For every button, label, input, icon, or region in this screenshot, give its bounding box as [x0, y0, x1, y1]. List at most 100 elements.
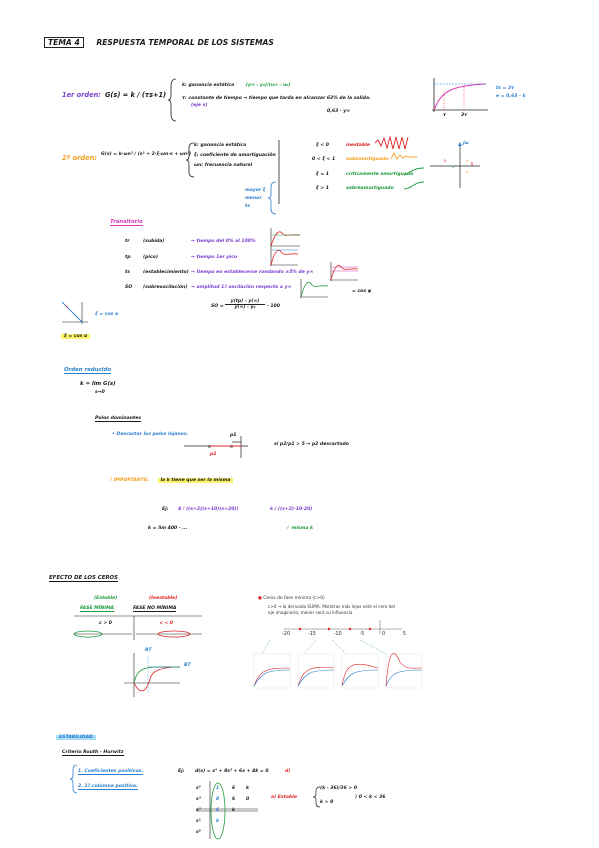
zeros-c-pos: c > 0: [99, 621, 112, 626]
important-note: ! IMPORTANTE: la k tiene que ser la mism…: [110, 478, 233, 483]
ratio-rule: si p2/p1 > 5 → p2 descartado: [274, 442, 349, 447]
tp-sym: tp: [125, 255, 131, 260]
axis-tick: -20: [282, 631, 291, 637]
axis-tick: -15: [307, 631, 316, 637]
legend-dot-icon: ●: [258, 596, 262, 601]
stability-item1: 1. Coeficientes positivos.: [78, 769, 144, 775]
stability-ex-d: d): [285, 769, 291, 774]
zeros-axis-ticks: -20 -15 -10 -5 0 5: [282, 631, 406, 637]
pole-plane-diagram: x x x x: [430, 142, 480, 188]
zeros-axis: [284, 620, 402, 634]
brace-icon: [167, 78, 177, 122]
routh-cell: k: [216, 819, 220, 824]
plane-label: jω: [463, 141, 469, 146]
page-title: RESPUESTA TEMPORAL DE LOS SISTEMAS: [96, 38, 274, 47]
zeros-unstable: (Inestable): [149, 596, 178, 601]
zeros-non-min-phase: FASE NO MÍNIMA: [133, 606, 177, 612]
routh-grid: [196, 781, 258, 840]
stability-criterion: Criterio Routh - Hurwitz: [62, 750, 124, 756]
first-order-ts: ts = 3τ: [496, 86, 515, 91]
so-sym: SO: [125, 285, 133, 290]
side-formula: = cos φ: [352, 289, 372, 294]
second-order-label: 2º orden:: [62, 154, 97, 162]
stability-title: ESTABILIDAD: [56, 735, 96, 740]
zeros-legend: ● Ceros de fase mínima (c>0): [258, 596, 325, 601]
stability-cond1: (k - 36)/36 > 0: [320, 786, 358, 791]
tr-row: tr(subida)→ tiempo del 0% al 100%: [125, 239, 256, 244]
case-over-desc: sobreamortiguado: [346, 186, 394, 191]
axis-tick: -5: [359, 631, 365, 637]
side-eq: ξ = cos α: [95, 312, 119, 317]
so-formula: SO =: [211, 304, 224, 309]
routh-row-label: s³: [196, 797, 201, 802]
transitorio-title: Transitorio: [110, 219, 143, 226]
zeros-min-phase: FASE MÍNIMA: [80, 606, 115, 612]
axis-tick: 0: [381, 631, 386, 637]
dominant-title: Orden reducido: [64, 367, 112, 374]
case-crit-cond: ξ = 1: [316, 172, 329, 177]
zeros-response-panels: [253, 639, 423, 689]
svg-text:x: x: [452, 164, 455, 169]
poles-title: Polos dominantes: [95, 416, 142, 422]
axis-tick: -10: [333, 631, 342, 637]
routh-cell: 0: [246, 797, 250, 802]
stability-cond2: k > 0: [320, 800, 334, 805]
first-order-label: 1er orden:: [62, 91, 101, 99]
example-check: ✓ misma k: [286, 526, 314, 531]
axis-tick: 5: [402, 631, 406, 637]
second-order-wn-note: ωn: frecuencia natural: [194, 163, 253, 168]
svg-text:x: x: [208, 444, 211, 450]
routh-cell: k: [232, 808, 236, 813]
zeros-step-label: BT: [145, 648, 152, 653]
example-k: k = lim 400 · ...: [148, 526, 188, 531]
so-formula-frac: y(tp) - y(∞) y(∞) - y₀: [225, 299, 265, 310]
p1-label: p1: [230, 433, 237, 438]
xi-box: ξ = cos α: [61, 334, 91, 339]
stability-ex-poly: d(s) = s⁴ + 8s³ + 6s + 4k = 0: [195, 769, 269, 774]
stability-result: a) Estable: [271, 795, 297, 800]
so-row: SO(sobreoscilación)→ amplitud 1ª oscilac…: [125, 285, 292, 290]
routh-cell: 6: [232, 786, 236, 791]
overdamped-curve-icon: [403, 181, 425, 190]
routh-row-label: s⁰: [196, 830, 201, 835]
zeros-step-label2: BT: [184, 663, 191, 668]
tr-plot: [270, 228, 301, 247]
ts-plot: [330, 262, 359, 281]
first-order-tau-note: τ: constante de tiempo → tiempo que tard…: [182, 96, 371, 101]
zeros-c-neg: c < 0: [160, 621, 173, 626]
so-plot: [300, 279, 329, 298]
brace-icon: [69, 764, 78, 794]
first-order-e: e = 0,63 · k: [496, 94, 526, 99]
example-rhs: k / ((s+2)·10·20): [270, 507, 313, 512]
case-unstable-cond: ξ < 0: [316, 143, 329, 148]
dominant-k-lim: s→0: [95, 390, 105, 395]
stability-item2: 2. 1ª columna positiva.: [78, 784, 138, 790]
case-over-cond: ξ > 1: [316, 186, 329, 191]
pole-line-diagram: x x: [184, 436, 248, 458]
routh-cell: 6: [232, 797, 236, 802]
first-order-formula: G(s) = k / (τs+1): [105, 91, 167, 99]
routh-col-1: 1 8 6 k: [216, 783, 219, 827]
tp-plot: [270, 247, 299, 266]
svg-text:x: x: [230, 444, 233, 450]
svg-text:x: x: [466, 169, 469, 174]
zeros-table-lines: [73, 615, 202, 640]
first-order-tau-value: 0,63 · y∞: [327, 109, 351, 114]
dominant-k-formula: k = lim G(s): [80, 381, 116, 387]
first-order-step-plot: [432, 78, 488, 112]
zeros-step-plot: [124, 653, 181, 697]
routh-cell: k: [246, 786, 250, 791]
routh-row-label: s¹: [196, 819, 201, 824]
second-order-xi-note: ξ: coeficiente de amortiguación: [194, 153, 276, 158]
tp-row: tp(pico)→ tiempo 1er pico: [125, 255, 238, 260]
second-order-side-note: mayor ξ menor ts: [245, 188, 266, 209]
divider: [278, 140, 280, 204]
tr-sym: tr: [125, 239, 130, 244]
routh-col-2: 6 6 k: [232, 783, 235, 816]
case-sub-cond: 0 < ξ < 1: [312, 157, 336, 162]
second-order-formula: G(s) = k·ωn² / (s² + 2·ξ·ωn·s + ωn²): [101, 152, 192, 157]
critical-curve-icon: [403, 167, 425, 176]
tema-label: TEMA 4: [44, 37, 84, 48]
angle-diagram: [61, 301, 88, 324]
ts-sym: ts: [125, 270, 130, 275]
